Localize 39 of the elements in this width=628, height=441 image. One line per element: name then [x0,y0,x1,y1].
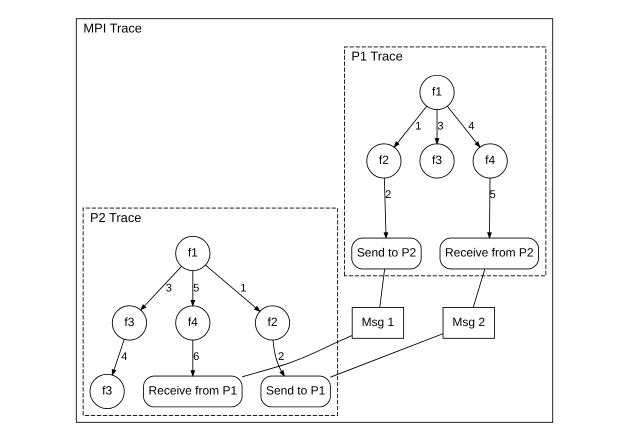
edge-label: 2 [384,189,391,202]
arrow [111,338,124,376]
edge-label: 1 [240,282,246,295]
arrow [393,106,427,148]
arrow [139,266,182,311]
edge-label: 3 [436,120,444,133]
node-circle: f2 [366,143,401,179]
edge-label: 4 [468,120,474,133]
connector [330,333,443,378]
arrow [434,109,439,146]
edge-label: 1 [414,120,421,133]
edge-label: 5 [489,189,496,202]
node-circle: f1 [418,74,454,110]
connector [472,268,485,308]
edge-label: 2 [277,351,284,364]
edge-label: 6 [192,351,199,364]
node-circle: f4 [174,305,210,340]
node-box: Receive from P1 [142,376,242,408]
node-circle: f3 [418,143,454,179]
arrow [190,270,195,307]
edge-label: 3 [165,282,172,295]
node-circle: f4 [472,143,508,179]
node-circle: f3 [89,374,124,410]
arrow [204,264,260,312]
arrow [486,178,492,240]
node-box: Msg 2 [442,307,494,339]
edge-label: 5 [192,282,199,295]
arrow [272,340,284,377]
node-box: Send to P2 [350,238,422,270]
node-box: Msg 1 [351,307,404,339]
edge-label: 4 [120,351,127,364]
arrow [383,178,388,240]
connector [378,268,385,308]
arrow [190,340,195,378]
node-box: Receive from P2 [439,238,538,270]
arrow [446,106,480,148]
node-box: Send to P1 [260,376,330,408]
node-circle: f1 [174,236,210,272]
connector [241,335,352,378]
